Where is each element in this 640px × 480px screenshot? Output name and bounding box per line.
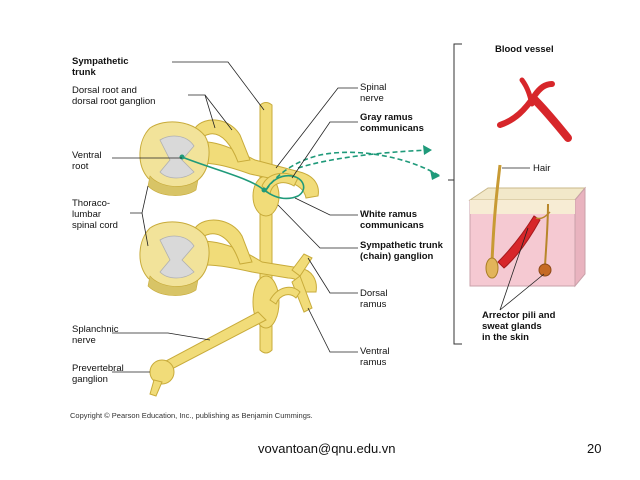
svg-text:Spinal nerve: Spinal nerve (360, 82, 389, 104)
label-ventral-root-line2: root (72, 161, 89, 172)
label-gray-ramus-line1: Gray ramus (360, 112, 413, 123)
label-dorsal-ramus-line2: ramus (360, 299, 387, 310)
label-arrector-line2: sweat glands (482, 321, 542, 332)
label-spinal-nerve-line1: Spinal (360, 82, 386, 93)
svg-text:Ventral ramus: Ventral ramus (360, 346, 392, 368)
svg-text:Prevertebral ganglion: Prevertebral ganglion (72, 363, 126, 385)
postganglionic-fiber-2 (297, 149, 431, 169)
lower-rami-loop (269, 286, 301, 305)
label-chain-ganglion-line1: Sympathetic trunk (360, 240, 444, 251)
neuron-fibers (179, 145, 441, 200)
svg-text:Splanchnic nerve: Splanchnic nerve (72, 324, 121, 346)
sweat-duct (544, 203, 549, 267)
label-ventral-ramus-line1: Ventral (360, 346, 390, 357)
label-blood-vessel: Blood vessel (495, 44, 554, 55)
label-dorsal-ramus-line1: Dorsal (360, 288, 387, 299)
label-hair: Hair (533, 163, 550, 174)
svg-text:White ramus communicans: White ramus communicans (360, 209, 424, 231)
label-dorsal-root-line2: dorsal root ganglion (72, 96, 155, 107)
label-thoracolumbar-line1: Thoraco- (72, 198, 110, 209)
right-labels: Spinal nerve Gray ramus communicans Whit… (360, 82, 446, 368)
label-gray-ramus-line2: communicans (360, 123, 424, 134)
label-white-ramus-line1: White ramus (360, 209, 417, 220)
skin-illustration (468, 164, 587, 288)
ventral-ramus-branch (291, 275, 313, 313)
label-prevertebral-line2: ganglion (72, 374, 108, 385)
label-spinal-nerve-line2: nerve (360, 93, 384, 104)
label-sympathetic-trunk-line2: trunk (72, 67, 96, 78)
splanchnic-nerve (163, 311, 267, 371)
upper-gray-white-rami (261, 172, 299, 196)
leader-lines (112, 61, 545, 373)
left-labels: Sympathetic trunk Dorsal root and dorsal… (72, 56, 155, 385)
copyright-notice: Copyright © Pearson Education, Inc., pub… (70, 411, 313, 420)
label-dorsal-root-line1: Dorsal root and (72, 85, 137, 96)
page-number: 20 (587, 441, 602, 456)
svg-text:Dorsal ramus: Dorsal ramus (360, 288, 390, 310)
label-splanchnic-line2: nerve (72, 335, 96, 346)
label-splanchnic-line1: Splanchnic (72, 324, 119, 335)
label-white-ramus-line2: communicans (360, 220, 424, 231)
dorsal-ramus-branch (291, 253, 313, 277)
footer-email: vovantoan@qnu.edu.vn (258, 441, 396, 456)
arrector-pili (497, 215, 541, 269)
preganglionic-fiber (181, 156, 305, 200)
label-arrector-line1: Arrector pili and (482, 310, 556, 321)
label-ventral-ramus-line2: ramus (360, 357, 387, 368)
sweat-gland (538, 263, 552, 277)
svg-text:Ventral root: Ventral root (72, 150, 104, 172)
svg-text:Sympathetic trunk: Sympathetic trunk (72, 56, 131, 78)
label-ventral-root-line1: Ventral (72, 150, 102, 161)
svg-text:Arrector pili and sweat: Arrector pili and sweat glands in the sk… (482, 310, 558, 343)
target-labels: Blood vessel Hair Arrector pili and swea… (482, 44, 558, 343)
hair-follicle (485, 257, 499, 279)
nerve-structures (149, 102, 319, 397)
postganglionic-fiber (265, 151, 441, 191)
label-prevertebral-line1: Prevertebral (72, 363, 124, 374)
svg-text:Dorsal root and dorsal r: Dorsal root and dorsal root ganglion (72, 85, 155, 107)
svg-text:Sympathetic trunk (chain: Sympathetic trunk (chain) ganglion (360, 240, 446, 262)
prevertebral-branch (149, 379, 163, 397)
label-chain-ganglion-line2: (chain) ganglion (360, 251, 434, 262)
blood-vessel-illustration (497, 77, 572, 142)
spinal-cord-upper (139, 121, 210, 196)
svg-text:Thoraco- lumbar sp: Thoraco- lumbar spinal cord (72, 198, 118, 231)
label-thoracolumbar-line2: lumbar (72, 209, 101, 220)
label-thoracolumbar-line3: spinal cord (72, 220, 118, 231)
target-bracket (448, 43, 462, 345)
label-sympathetic-trunk-line1: Sympathetic (72, 56, 129, 67)
svg-text:Gray ramus communicans: Gray ramus communicans (360, 112, 424, 134)
spinal-cord-lower (139, 221, 210, 296)
hair-shaft (490, 164, 502, 263)
label-arrector-line3: in the skin (482, 332, 529, 343)
